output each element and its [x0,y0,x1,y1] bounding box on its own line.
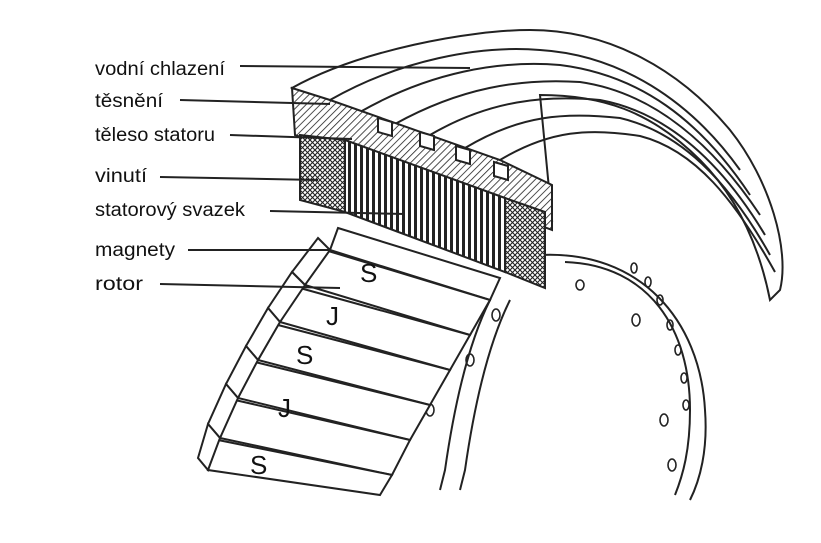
label-magnets: magnety [95,240,176,261]
pole-label: S [296,340,313,370]
pole-label: J [326,301,339,331]
winding-left [300,135,345,212]
label-seal: těsnění [95,91,164,112]
label-stator-body: těleso statoru [95,125,215,146]
leader-line [160,177,318,180]
pole-label: J [278,393,291,423]
pole-label: S [360,258,377,288]
label-cooling: vodní chlazení [95,59,226,80]
label-stator-pack: statorový svazek [95,200,246,221]
label-winding: vinutí [95,166,148,187]
label-rotor: rotor [95,274,144,295]
pole-label: S [250,450,267,480]
winding-right [505,198,545,288]
